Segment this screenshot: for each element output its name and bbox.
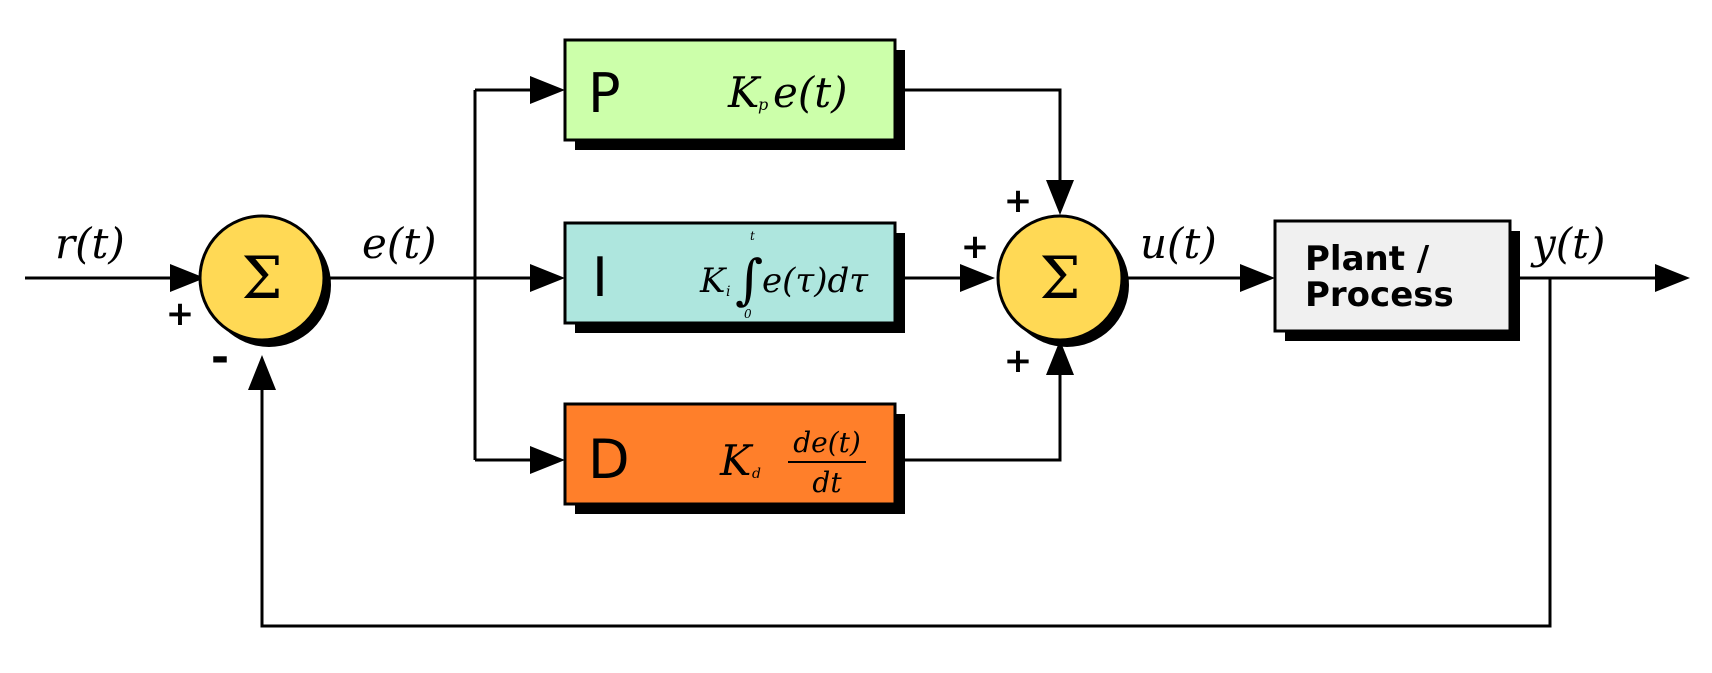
p-expression: e(t) [773, 68, 848, 117]
right-summing-junction: Σ + + + [961, 181, 1129, 381]
p-block-letter: P [588, 62, 621, 125]
i-lower-limit: 0 [744, 307, 752, 321]
left-summing-junction: Σ + - [166, 214, 331, 383]
right-summer-left-sign: + [961, 227, 990, 267]
left-summer-circle [198, 214, 326, 342]
d-block: D K d de(t) dt [563, 402, 905, 514]
i-block-box [563, 221, 897, 325]
right-summer-bottom-sign: + [1004, 341, 1033, 381]
i-input-arrowhead [530, 264, 565, 292]
left-summer-sigma: Σ [241, 244, 282, 312]
d-gain-subscript: d [752, 466, 761, 482]
plant-label-line1: Plant / [1305, 239, 1430, 279]
connection-lines [25, 76, 1690, 628]
plant-input-arrowhead [1240, 264, 1275, 292]
reference-signal-label: r(t) [55, 219, 125, 268]
d-gain-symbol: K [719, 436, 754, 485]
d-block-box [563, 402, 897, 506]
p-input-arrowhead [530, 76, 565, 104]
d-output-line [900, 350, 1062, 462]
feedback-arrowhead [248, 355, 276, 390]
p-gain-symbol: K [727, 68, 762, 117]
d-denominator: dt [812, 466, 842, 499]
i-integral-sign: ∫ [735, 248, 763, 311]
d-block-letter: D [588, 428, 630, 491]
right-summer-top-sign: + [1004, 181, 1033, 221]
d-output-arrowhead [1046, 340, 1074, 375]
plant-block: Plant / Process [1273, 219, 1520, 341]
signal-labels: r(t) e(t) u(t) y(t) [55, 219, 1605, 268]
control-signal-label: u(t) [1140, 219, 1217, 268]
p-block: P K p e(t) [563, 38, 905, 150]
left-summer-minus-sign: - [211, 332, 229, 383]
left-summer-plus-sign: + [166, 294, 195, 334]
feedback-line [260, 278, 1552, 628]
output-arrowhead [1655, 264, 1690, 292]
error-signal-label: e(t) [362, 219, 437, 268]
i-block-letter: I [592, 246, 608, 309]
plant-label-line2: Process [1305, 275, 1454, 315]
p-output-line [900, 88, 1062, 205]
p-block-box [563, 38, 897, 142]
p-gain-subscript: p [758, 95, 768, 114]
plant-block-box [1273, 219, 1512, 333]
d-numerator: de(t) [793, 426, 861, 459]
d-input-arrowhead [530, 446, 565, 474]
right-summer-sigma: Σ [1039, 244, 1080, 312]
p-output-arrowhead [1046, 180, 1074, 215]
reference-arrowhead [170, 264, 205, 292]
i-upper-limit: t [750, 229, 755, 243]
i-gain-subscript: i [726, 284, 730, 300]
output-signal-label: y(t) [1530, 219, 1605, 268]
i-output-arrowhead [960, 264, 995, 292]
i-block: I K i ∫ t 0 e(τ)dτ [563, 221, 905, 333]
i-gain-symbol: K [699, 261, 728, 301]
i-expression: e(τ)dτ [762, 261, 869, 301]
right-summer-circle [996, 214, 1124, 342]
